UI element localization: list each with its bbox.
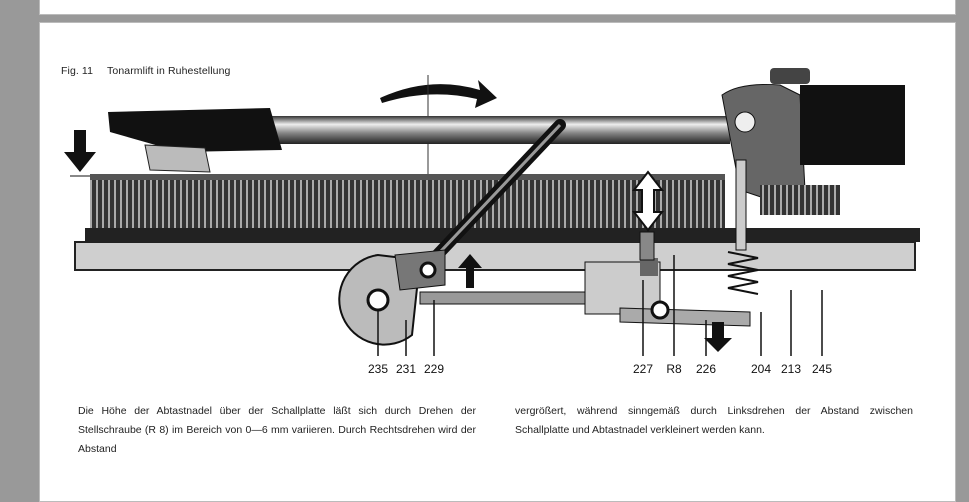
label-213: 213	[781, 362, 801, 376]
label-245: 245	[812, 362, 832, 376]
base-plate	[74, 241, 916, 271]
rotation-arrow	[380, 80, 497, 108]
spring	[727, 251, 759, 295]
figure-caption: Fig. 11 Tonarmlift in Ruhestellung	[61, 65, 230, 77]
label-r8: R8	[666, 362, 682, 376]
up-arrow	[458, 254, 482, 288]
headshell	[108, 108, 282, 152]
label-231: 231	[396, 362, 416, 376]
label-226: 226	[696, 362, 716, 376]
down-arrow	[64, 130, 96, 172]
tonearm-tube	[250, 116, 730, 144]
height-arrow	[631, 170, 665, 232]
platter	[90, 178, 725, 228]
cartridge	[144, 144, 211, 173]
paragraph: vergrößert, während sinngemäß durch Link…	[515, 405, 913, 436]
down-arrow-lower	[704, 322, 732, 352]
body-text-column-2: vergrößert, während sinngemäß durch Link…	[515, 402, 913, 440]
figure-number: Fig. 11	[61, 65, 94, 77]
previous-page	[39, 0, 956, 15]
tonearm-pillar	[721, 84, 806, 201]
paragraph: Die Höhe der Abtastnadel über der Schall…	[78, 405, 476, 455]
figure-title: Tonarmlift in Ruhestellung	[107, 65, 231, 77]
label-229: 229	[424, 362, 444, 376]
label-204: 204	[751, 362, 771, 376]
counterweight	[800, 85, 905, 165]
label-227: 227	[633, 362, 653, 376]
label-235: 235	[368, 362, 388, 376]
body-text-column-1: Die Höhe der Abtastnadel über der Schall…	[78, 402, 476, 459]
